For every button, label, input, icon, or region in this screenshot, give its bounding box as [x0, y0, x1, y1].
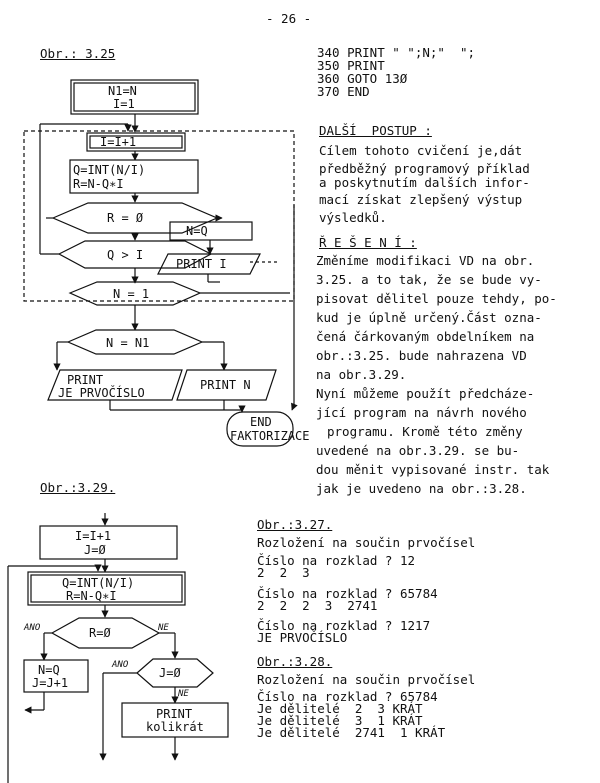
assign-n-box — [169, 221, 253, 241]
print-prime-box — [47, 369, 183, 401]
text-line: Změníme modifikaci VD na obr. — [316, 253, 535, 268]
code-line: 350 PRINT — [317, 58, 385, 73]
end-terminal — [226, 411, 294, 447]
ne-label-1: NE — [157, 623, 169, 633]
cond-n1-label: N = 1 — [113, 287, 149, 301]
output-line: JE PRVOČÍSLO — [257, 630, 348, 645]
output-line: 2 2 3 — [257, 565, 310, 580]
cond-nn1-label: N = N1 — [106, 336, 149, 350]
assign-nj-box — [23, 659, 89, 693]
end-label-2: FAKTORIZACE — [230, 429, 309, 443]
calc-box — [69, 159, 199, 194]
output-line: 2 2 2 3 2741 — [257, 598, 378, 613]
increment-label: I=I+1 — [100, 135, 136, 149]
init-j-label: J=Ø — [84, 543, 106, 557]
obr-3-28-caption: Obr.:3.28. — [257, 654, 333, 669]
print-prime-label-2: JE PRVOČÍSLO — [58, 385, 145, 400]
text-line: Nyní můžeme použít předcháze- — [316, 386, 535, 401]
calc-q-label-329: Q=INT(N/I) — [62, 576, 134, 590]
print-prime-label-1: PRINT — [67, 373, 103, 387]
code-line: 340 PRINT " ";N;" "; — [317, 45, 476, 60]
calc-r-label: R=N-Q∗I — [73, 177, 124, 191]
assign-n-label-329: N=Q — [38, 663, 60, 677]
output-line: Je dělitelé 2 3 KRÁT — [257, 701, 423, 716]
print-n-box — [176, 369, 277, 401]
output-line: Číslo na rozklad ? 65784 — [257, 689, 438, 704]
ano-label-1: ANO — [23, 623, 41, 633]
assign-j-label: J=J+1 — [32, 676, 68, 690]
dashed-region — [23, 130, 295, 302]
increment-label-329: I=I+1 — [75, 529, 111, 543]
print-i-box — [157, 253, 261, 275]
text-line: 3.25. a to tak, že se bude vy- — [316, 272, 542, 287]
cond-r-label-329: R=Ø — [89, 626, 111, 640]
cond-j-label: J=Ø — [159, 666, 181, 680]
text-line: programu. Kromě této změny — [327, 424, 523, 439]
obr-3-27-caption: Obr.:3.27. — [257, 517, 333, 532]
init-n1-label: N1=N — [108, 84, 137, 98]
code-line: 360 GOTO 13Ø — [317, 71, 408, 86]
calc-r-label-329: R=N-Q∗I — [66, 589, 117, 603]
ne-label-2: NE — [177, 689, 189, 699]
text-line: výsledků. — [319, 210, 387, 225]
reseni-heading: Ř E Š E N Í : — [319, 235, 417, 250]
end-label-1: END — [250, 415, 272, 429]
figure-caption-3-29: Obr.:3.29. — [40, 480, 116, 495]
print-label-2: kolikrát — [146, 720, 204, 734]
print-n-label: PRINT N — [200, 378, 251, 392]
output-line: Číslo na rozklad ? 12 — [257, 553, 416, 568]
cond-r-label: R = Ø — [107, 211, 144, 225]
figure-caption-3-25: Obr.: 3.25 — [40, 46, 116, 61]
output-line: Číslo na rozklad ? 65784 — [257, 586, 438, 601]
text-line: dou měnit vypisované instr. tak — [316, 462, 550, 477]
calc-q-label: Q=INT(N/I) — [73, 163, 145, 177]
text-line: a poskytnutím dalších infor- — [319, 175, 530, 190]
text-line: uvedené na obr.3.29. se bu- — [316, 443, 520, 458]
increment-j-box — [39, 525, 178, 560]
cond-q-diamond — [57, 240, 213, 269]
text-line: obr.:3.25. bude nahrazena VD — [316, 348, 527, 363]
calc-box-329 — [27, 571, 186, 606]
print-i-label: PRINT I — [176, 257, 227, 271]
text-line: mací získat zlepšený výstup — [319, 192, 523, 207]
text-line: předběžný programový příklad — [319, 161, 530, 176]
text-line: pisovat dělitel pouze tehdy, po- — [316, 291, 557, 306]
text-line: jící program na návrh nového — [316, 405, 527, 420]
cond-j-diamond — [136, 658, 214, 688]
init-i-label: I=1 — [113, 97, 135, 111]
assign-n-label: N=Q — [186, 224, 208, 238]
ano-label-2: ANO — [111, 660, 129, 670]
text-line: Cílem tohoto cvičení je,dát — [319, 143, 523, 158]
output-line: Rozložení na součin prvočísel — [257, 535, 476, 550]
code-line: 370 END — [317, 84, 370, 99]
text-line: jak je uvedeno na obr.:3.28. — [316, 481, 527, 496]
cond-q-label: Q > I — [107, 248, 143, 262]
output-line: Je dělitelé 2741 1 KRÁT — [257, 725, 446, 740]
text-line: kud je úplně určený.Část ozna- — [316, 310, 542, 325]
text-line: čená čárkovaným obdelníkem na — [316, 329, 535, 344]
dalsi-heading: DALŠÍ POSTUP : — [319, 123, 432, 138]
increment-box — [86, 132, 186, 152]
output-line: Číslo na rozklad ? 1217 — [257, 618, 431, 633]
output-line: Rozložení na součin prvočísel — [257, 672, 476, 687]
page-number: - 26 - — [266, 11, 312, 26]
print-label-1: PRINT — [156, 707, 192, 721]
output-line: Je dělitelé 3 1 KRÁT — [257, 713, 423, 728]
text-line: na obr.3.29. — [316, 367, 407, 382]
